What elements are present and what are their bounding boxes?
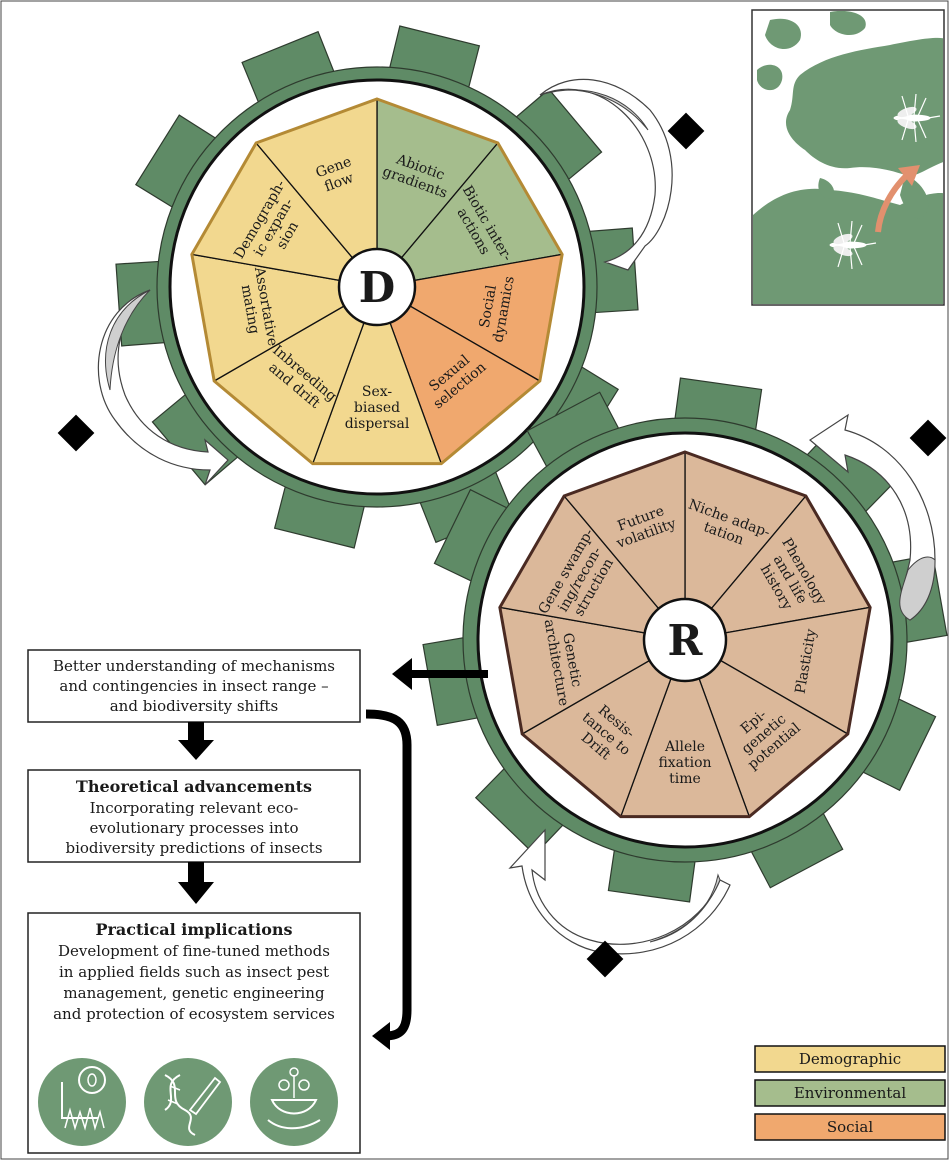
flow-arrows [178,658,488,1050]
diamond-marker [909,419,947,457]
gear-segment-label: Epi-geneticpotential [724,695,804,773]
gear-outline [498,450,872,819]
legend-swatch [754,1045,946,1073]
practical-line-2: in applied fields such as insect pest [59,963,329,981]
practical-title: Practical implications [95,920,292,939]
practical-line-1: Development of fine-tuned methods [58,942,330,960]
gear-hub-letter: D [359,263,395,312]
gear-hub-letter: R [668,616,704,665]
rotation-arrow-bottom [508,828,731,955]
diamond-marker [57,414,95,452]
rotation-arrow-right [808,413,936,621]
gear-hub [337,247,417,327]
ecosystem-services-icon [250,1058,338,1146]
theory-title: Theoretical advancements [76,777,312,796]
legend-label: Demographic [799,1050,901,1068]
theory-box: Theoretical advancements Incorporating r… [27,769,361,863]
legend-label: Environmental [794,1084,906,1102]
genetic-engineering-icon [144,1058,232,1146]
understanding-line-3: and biodiversity shifts [110,697,279,715]
arrow-to-understanding [392,658,488,690]
theory-line-3: biodiversity predictions of insects [65,839,322,857]
understanding-box: Better understanding of mechanisms and c… [27,649,361,723]
understanding-line-1: Better understanding of mechanisms [53,657,335,675]
arrow-to-theory [178,722,214,760]
practical-line-3: management, genetic engineering [63,984,325,1002]
arrow-to-practical-side [365,709,412,1041]
theory-line-1: Incorporating relevant eco- [90,799,299,817]
rotation-arrow-left [97,289,229,486]
arrow-to-practical [178,862,214,904]
pest-monitoring-icon [38,1058,126,1146]
mosquito-icon-north [893,93,941,143]
gear-outline [190,97,564,466]
mosquito-icon-south [829,220,877,270]
gear-hub [642,597,728,683]
practical-line-4: and protection of ecosystem services [53,1005,335,1023]
legend-label: Social [827,1118,873,1136]
practical-box: Practical implications Development of fi… [27,912,361,1154]
legend-swatch [754,1113,946,1141]
diamond-marker [667,112,705,150]
understanding-line-2: and contingencies in insect range – [59,677,328,695]
range-shift-map [751,9,945,306]
legend-swatch [754,1079,946,1107]
theory-line-2: evolutionary processes into [89,819,298,837]
rotation-arrow-top-right [539,78,673,271]
diamond-marker [586,940,624,978]
